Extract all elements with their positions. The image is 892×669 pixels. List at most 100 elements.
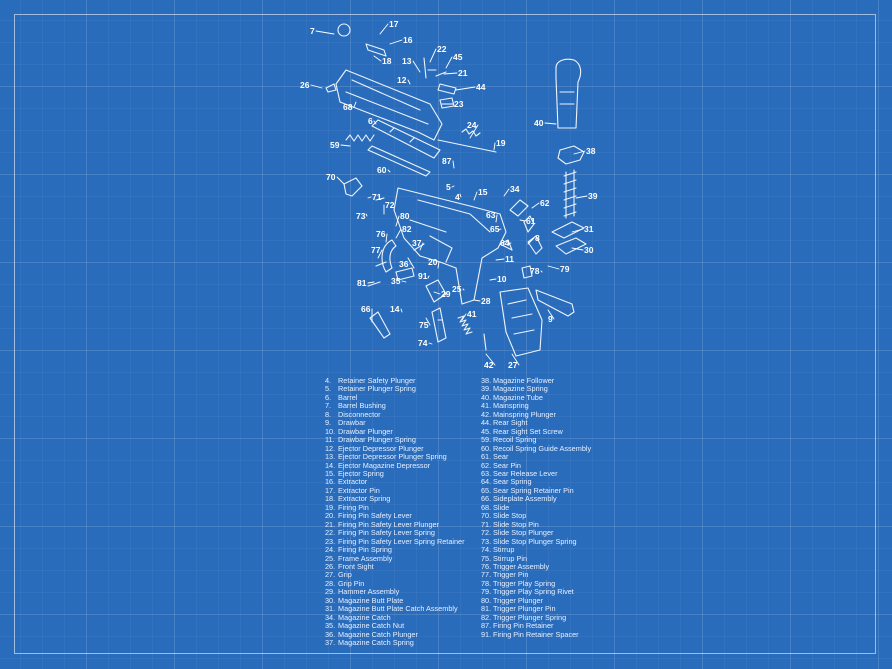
parts-list-item: 25.Frame Assembly: [325, 553, 465, 563]
part-number: 14.: [325, 460, 336, 470]
parts-list-item: 5.Retainer Plunger Spring: [325, 384, 465, 394]
leader-line: [473, 299, 481, 302]
part-number: 41.: [481, 401, 492, 411]
leader-line: [373, 120, 377, 125]
part-name: Recoil Spring Guide Assembly: [493, 443, 592, 453]
leader-line: [575, 195, 588, 199]
parts-list-item: 41.Mainspring: [481, 401, 591, 411]
parts-list-item: 40.Magazine Tube: [481, 393, 591, 402]
part-name: Firing Pin Safety Lever: [338, 511, 412, 521]
leader-line: [340, 144, 351, 147]
callout-number: 11: [505, 254, 514, 264]
part-number: 68.: [481, 502, 492, 512]
part-name: Drawbar Plunger: [338, 426, 393, 436]
leader-line: [540, 270, 543, 273]
parts-list-item: 82.Trigger Plunger Spring: [481, 613, 591, 622]
part-number: 61.: [481, 452, 492, 462]
part-name: Trigger Play Spring: [493, 578, 556, 588]
callout-number: 72: [385, 200, 395, 210]
part-number: 5.: [325, 384, 332, 394]
part-number: 8.: [325, 409, 332, 419]
part-number: 38.: [481, 376, 492, 385]
callout-number: 39: [588, 191, 598, 201]
sear-parts: [499, 199, 535, 251]
parts-list-item: 13.Ejector Depressor Plunger Spring: [325, 452, 465, 461]
magazine-follower-part: [557, 145, 585, 165]
part-number: 31.: [325, 604, 336, 614]
parts-list-item: 60.Recoil Spring Guide Assembly: [481, 443, 592, 453]
parts-list-item: 15.Ejector Spring: [325, 469, 465, 478]
callout-number: 30: [584, 245, 594, 255]
part-number: 25.: [325, 553, 336, 563]
callout-number: 66: [361, 304, 371, 314]
leader-line: [395, 215, 400, 227]
parts-list-item: 35.Magazine Catch Nut: [325, 621, 465, 630]
part-name: Sear Pin: [493, 460, 521, 470]
parts-list-item: 44.Rear Sight: [481, 418, 591, 427]
parts-list-item: 23.Firing Pin Safety Lever Spring Retain…: [325, 536, 465, 546]
part-number: 22.: [325, 528, 336, 538]
trigger-play-spring-part: [521, 265, 533, 279]
leader-line: [544, 122, 557, 125]
part-name: Magazine Butt Plate: [338, 595, 404, 605]
blueprint-border: [14, 14, 876, 654]
part-number: 37.: [325, 638, 336, 648]
part-name: Recoil Spring: [493, 435, 537, 445]
frame-part: [393, 187, 507, 305]
callout-number: 38: [586, 146, 596, 156]
callout-number: 73: [356, 211, 366, 221]
callout-number: 19: [496, 138, 506, 148]
leader-line: [503, 188, 510, 197]
parts-list-item: 19.Firing Pin: [325, 503, 465, 512]
part-number: 16.: [325, 477, 336, 487]
callout-number: 87: [442, 156, 452, 166]
part-name: Magazine Spring: [493, 384, 548, 394]
leader-line: [401, 280, 407, 283]
leader-line: [445, 56, 453, 69]
part-name: Magazine Butt Plate Catch Assembly: [338, 604, 458, 614]
part-number: 24.: [325, 545, 336, 555]
callout-number: 45: [453, 52, 463, 62]
parts-list-item: 81.Trigger Plunger Pin: [481, 604, 591, 613]
leader-line: [519, 219, 526, 222]
callout-number: 68: [343, 102, 353, 112]
callout-number: 75: [419, 320, 429, 330]
parts-list-item: 74.Stirrup: [481, 545, 591, 554]
callout-number: 18: [382, 56, 392, 66]
part-name: Sear Spring: [493, 477, 532, 487]
leader-line: [493, 142, 496, 151]
part-name: Firing Pin Safety Lever Spring Retainer: [338, 536, 465, 546]
parts-list-item: 27.Grip: [325, 570, 465, 579]
callout-number: 80: [400, 211, 410, 221]
leader-line: [367, 281, 375, 284]
part-name: Disconnector: [338, 409, 381, 419]
extractor-part: [365, 43, 387, 57]
callout-number: 8: [535, 233, 540, 243]
leader-line: [433, 291, 441, 295]
callout-number: 7: [310, 26, 315, 36]
leader-line: [571, 228, 584, 233]
part-name: Extractor: [338, 477, 368, 487]
part-number: 73.: [481, 536, 492, 546]
parts-list-item: 21.Firing Pin Safety Lever Plunger: [325, 520, 465, 529]
part-name: Barrel: [338, 392, 358, 402]
leader-line: [353, 101, 357, 108]
parts-list-item: 30.Magazine Butt Plate: [325, 595, 465, 605]
leader-line: [377, 249, 383, 259]
leader-line: [427, 275, 430, 279]
leader-line: [389, 39, 403, 45]
part-name: Trigger Assembly: [493, 561, 550, 571]
parts-list-item: 42.Mainspring Plunger: [481, 410, 591, 419]
trigger-part: [381, 239, 397, 273]
callout-number: 44: [476, 82, 486, 92]
parts-list-item: 75.Stirrup Pin: [481, 554, 591, 563]
part-number: 28.: [325, 578, 336, 588]
parts-list-item: 76.Trigger Assembly: [481, 561, 591, 571]
callout-number: 59: [330, 140, 340, 150]
part-number: 29.: [325, 587, 336, 597]
part-number: 10.: [325, 426, 336, 436]
part-number: 59.: [481, 435, 492, 445]
part-number: 78.: [481, 578, 492, 588]
part-name: Extractor Pin: [338, 485, 380, 495]
